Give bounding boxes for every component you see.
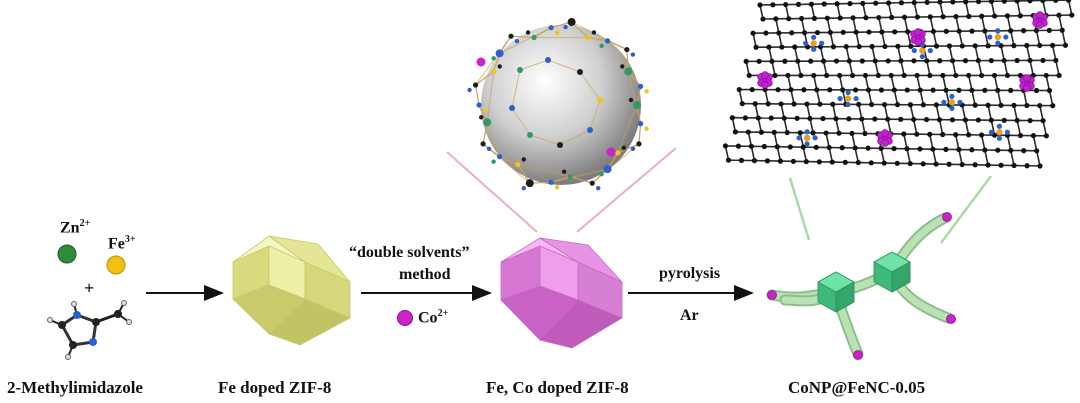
fe-zif8-crystal — [232, 235, 351, 346]
mof-cage-illustration — [467, 18, 649, 191]
green-guide-line-left — [788, 177, 811, 241]
argon-label: Ar — [680, 307, 699, 324]
conp-fenc-label: CoNP@FeNC-0.05 — [788, 378, 926, 397]
method-label-line1: “double solvents” — [349, 244, 470, 261]
green-nanocrystal-2 — [873, 251, 911, 293]
co-ion-label: Co2+ — [418, 308, 449, 327]
green-guide-line-right — [939, 175, 993, 244]
plus-sign: + — [84, 278, 95, 298]
co-nanoparticle-ends — [767, 212, 956, 360]
carbon-nanotubes — [766, 212, 954, 360]
zn-ion-sphere — [57, 244, 77, 264]
graphene-sheet — [722, 0, 1075, 169]
ligand-label: 2-Methylimidazole — [7, 378, 143, 397]
pink-guide-line-left — [446, 151, 538, 233]
feco-zif8-label: Fe, Co doped ZIF-8 — [486, 378, 629, 397]
pink-guide-line-right — [576, 147, 677, 233]
pyrolysis-label: pyrolysis — [659, 265, 721, 282]
co-ion-sphere — [397, 310, 413, 326]
method-label-line2: method — [399, 266, 451, 283]
fe-ion-sphere — [106, 255, 126, 275]
fe-ion-label: Fe3+ — [108, 234, 136, 253]
zn-ion-label: Zn2+ — [60, 218, 91, 237]
feco-zif8-crystal — [500, 237, 623, 349]
fe-zif8-label: Fe doped ZIF-8 — [218, 378, 332, 397]
green-nanocrystal-1 — [817, 271, 855, 313]
